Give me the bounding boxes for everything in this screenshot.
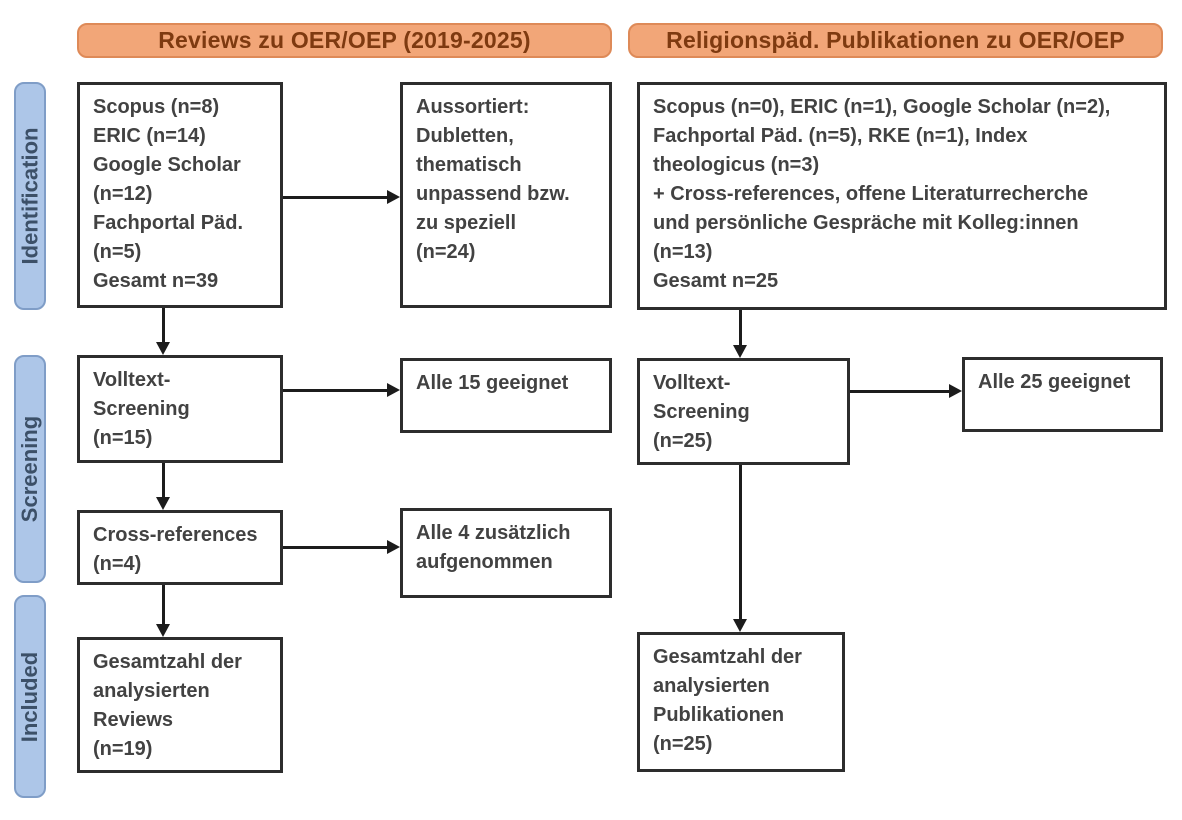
right-fulltext-result-box: Alle 25 geeignet	[962, 357, 1163, 432]
arrow-head-left-fulltext-to-crossref	[156, 497, 170, 510]
stage-label-identification: Identification	[14, 82, 46, 310]
right-fulltext-screening-box: Volltext- Screening (n=25)	[637, 358, 850, 465]
right-included-total-box: Gesamtzahl der analysierten Publikatione…	[637, 632, 845, 772]
stage-label-screening-text: Screening	[17, 415, 42, 523]
arrow-head-right-sources-to-fulltext	[733, 345, 747, 358]
left-sources-box: Scopus (n=8) ERIC (n=14) Google Scholar …	[77, 82, 283, 308]
left-included-total-box: Gesamtzahl der analysierten Reviews (n=1…	[77, 637, 283, 773]
arrow-head-left-sources-to-excluded	[387, 190, 400, 204]
arrow-head-left-crossref-to-included	[156, 624, 170, 637]
arrow-line-left-fulltext-to-crossref	[162, 463, 165, 497]
arrow-line-left-fulltext-to-result	[283, 389, 387, 392]
arrow-head-left-crossref-to-result	[387, 540, 400, 554]
stage-label-screening: Screening	[14, 355, 46, 583]
arrow-line-right-fulltext-to-result	[850, 390, 949, 393]
stage-label-identification-text: Identification	[17, 127, 43, 265]
arrow-line-left-sources-to-fulltext	[162, 308, 165, 342]
arrow-head-right-fulltext-to-result	[949, 384, 962, 398]
arrow-line-right-sources-to-fulltext	[739, 310, 742, 345]
right-sources-box: Scopus (n=0), ERIC (n=1), Google Scholar…	[637, 82, 1167, 310]
left-fulltext-screening-box: Volltext- Screening (n=15)	[77, 355, 283, 463]
column-header-reviews: Reviews zu OER/OEP (2019-2025)	[77, 23, 612, 58]
left-cross-references-result-box: Alle 4 zusätzlich aufgenommen	[400, 508, 612, 598]
left-fulltext-result-box: Alle 15 geeignet	[400, 358, 612, 433]
arrow-line-right-fulltext-to-included	[739, 465, 742, 619]
arrow-line-left-crossref-to-included	[162, 585, 165, 624]
column-header-religionspaed: Religionspäd. Publikationen zu OER/OEP	[628, 23, 1163, 58]
arrow-head-right-fulltext-to-included	[733, 619, 747, 632]
stage-label-included-text: Included	[17, 651, 43, 742]
arrow-line-left-sources-to-excluded	[283, 196, 387, 199]
left-cross-references-box: Cross-references (n=4)	[77, 510, 283, 585]
left-excluded-box: Aussortiert: Dubletten, thematisch unpas…	[400, 82, 612, 308]
stage-label-included: Included	[14, 595, 46, 798]
arrow-head-left-fulltext-to-result	[387, 383, 400, 397]
arrow-line-left-crossref-to-result	[283, 546, 387, 549]
arrow-head-left-sources-to-fulltext	[156, 342, 170, 355]
